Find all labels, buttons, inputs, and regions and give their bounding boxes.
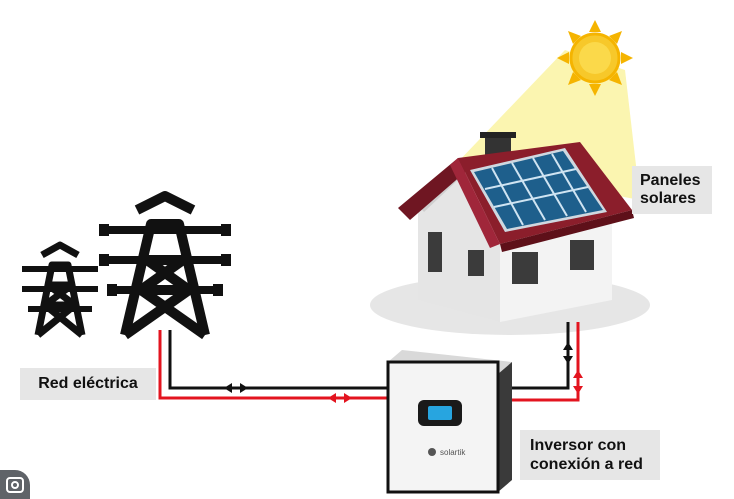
transmission-tower-icon	[99, 191, 231, 340]
solar-panels-label-line1: Paneles	[640, 172, 701, 189]
transmission-tower-icon	[22, 241, 98, 338]
double-arrow-icon	[328, 393, 352, 403]
inverter-icon	[386, 350, 512, 494]
dc-line-grid	[158, 330, 388, 400]
solar-panel-icon	[470, 148, 607, 232]
inverter-label-line1: Inversor con	[530, 437, 627, 454]
double-arrow-icon	[563, 342, 573, 364]
inverter-label-line2: conexión a red	[530, 456, 643, 473]
lens-search-button[interactable]	[0, 470, 30, 499]
lens-search-icon	[6, 477, 24, 493]
solar-panels-label-line2: solares	[640, 190, 697, 207]
double-arrow-icon	[573, 370, 583, 394]
sun-icon	[557, 20, 633, 96]
inverter-brand: solartik	[440, 448, 466, 457]
dc-line-house	[512, 322, 580, 402]
inverter-label: Inversor con conexión a red	[520, 430, 660, 480]
ac-line-grid	[168, 330, 388, 390]
double-arrow-icon	[224, 383, 248, 393]
grid-label-text: Red eléctrica	[38, 375, 138, 392]
solar-panels-label: Paneles solares	[632, 166, 712, 214]
grid-label: Red eléctrica	[20, 368, 156, 400]
